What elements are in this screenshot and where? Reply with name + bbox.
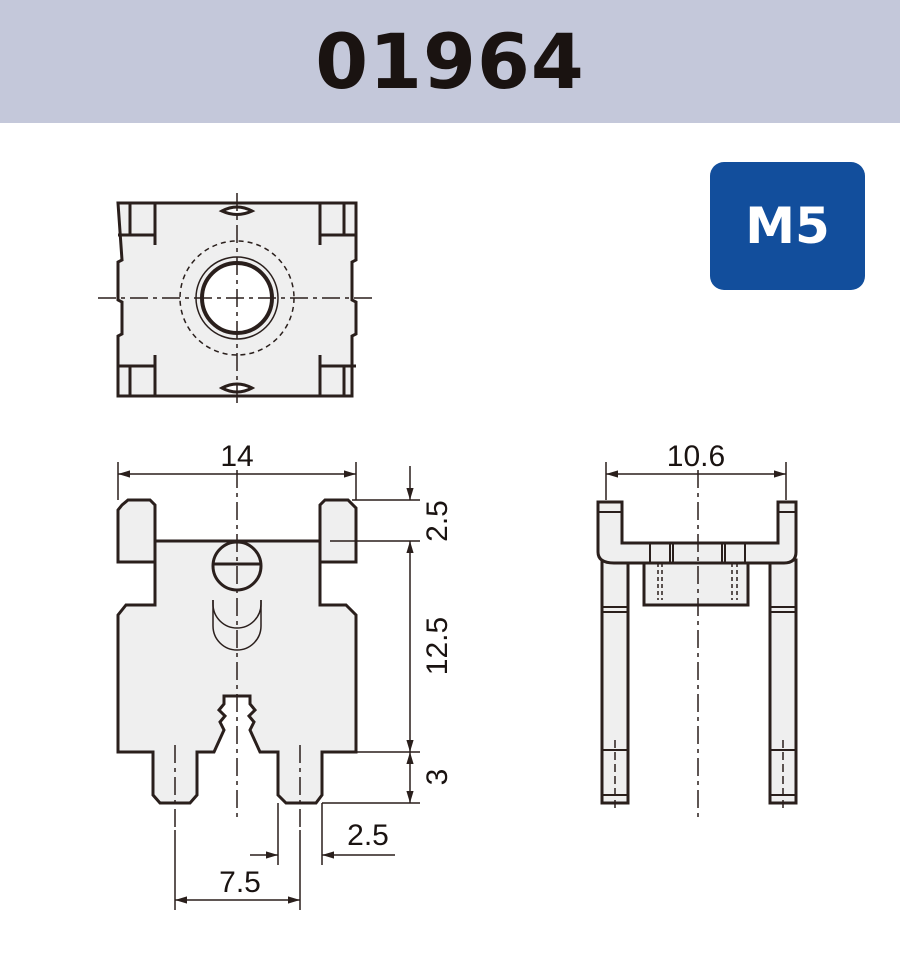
- dim-tab-height: 2.5: [421, 500, 454, 542]
- front-view: [116, 470, 358, 830]
- dim-leg-height: 3: [421, 769, 454, 786]
- dimensions: [117, 462, 787, 910]
- size-badge-label: M5: [745, 197, 830, 255]
- top-view: [98, 193, 376, 406]
- dim-width-front: 14: [220, 440, 253, 473]
- dim-width-side: 10.6: [667, 440, 725, 473]
- dim-body-height: 12.5: [421, 617, 454, 675]
- header-band: 01964: [0, 0, 900, 123]
- part-number-title: 01964: [315, 17, 585, 106]
- side-view: [596, 470, 798, 820]
- size-badge: M5: [710, 162, 865, 290]
- dim-leg-pitch: 7.5: [219, 866, 261, 899]
- dim-leg-width: 2.5: [347, 819, 389, 852]
